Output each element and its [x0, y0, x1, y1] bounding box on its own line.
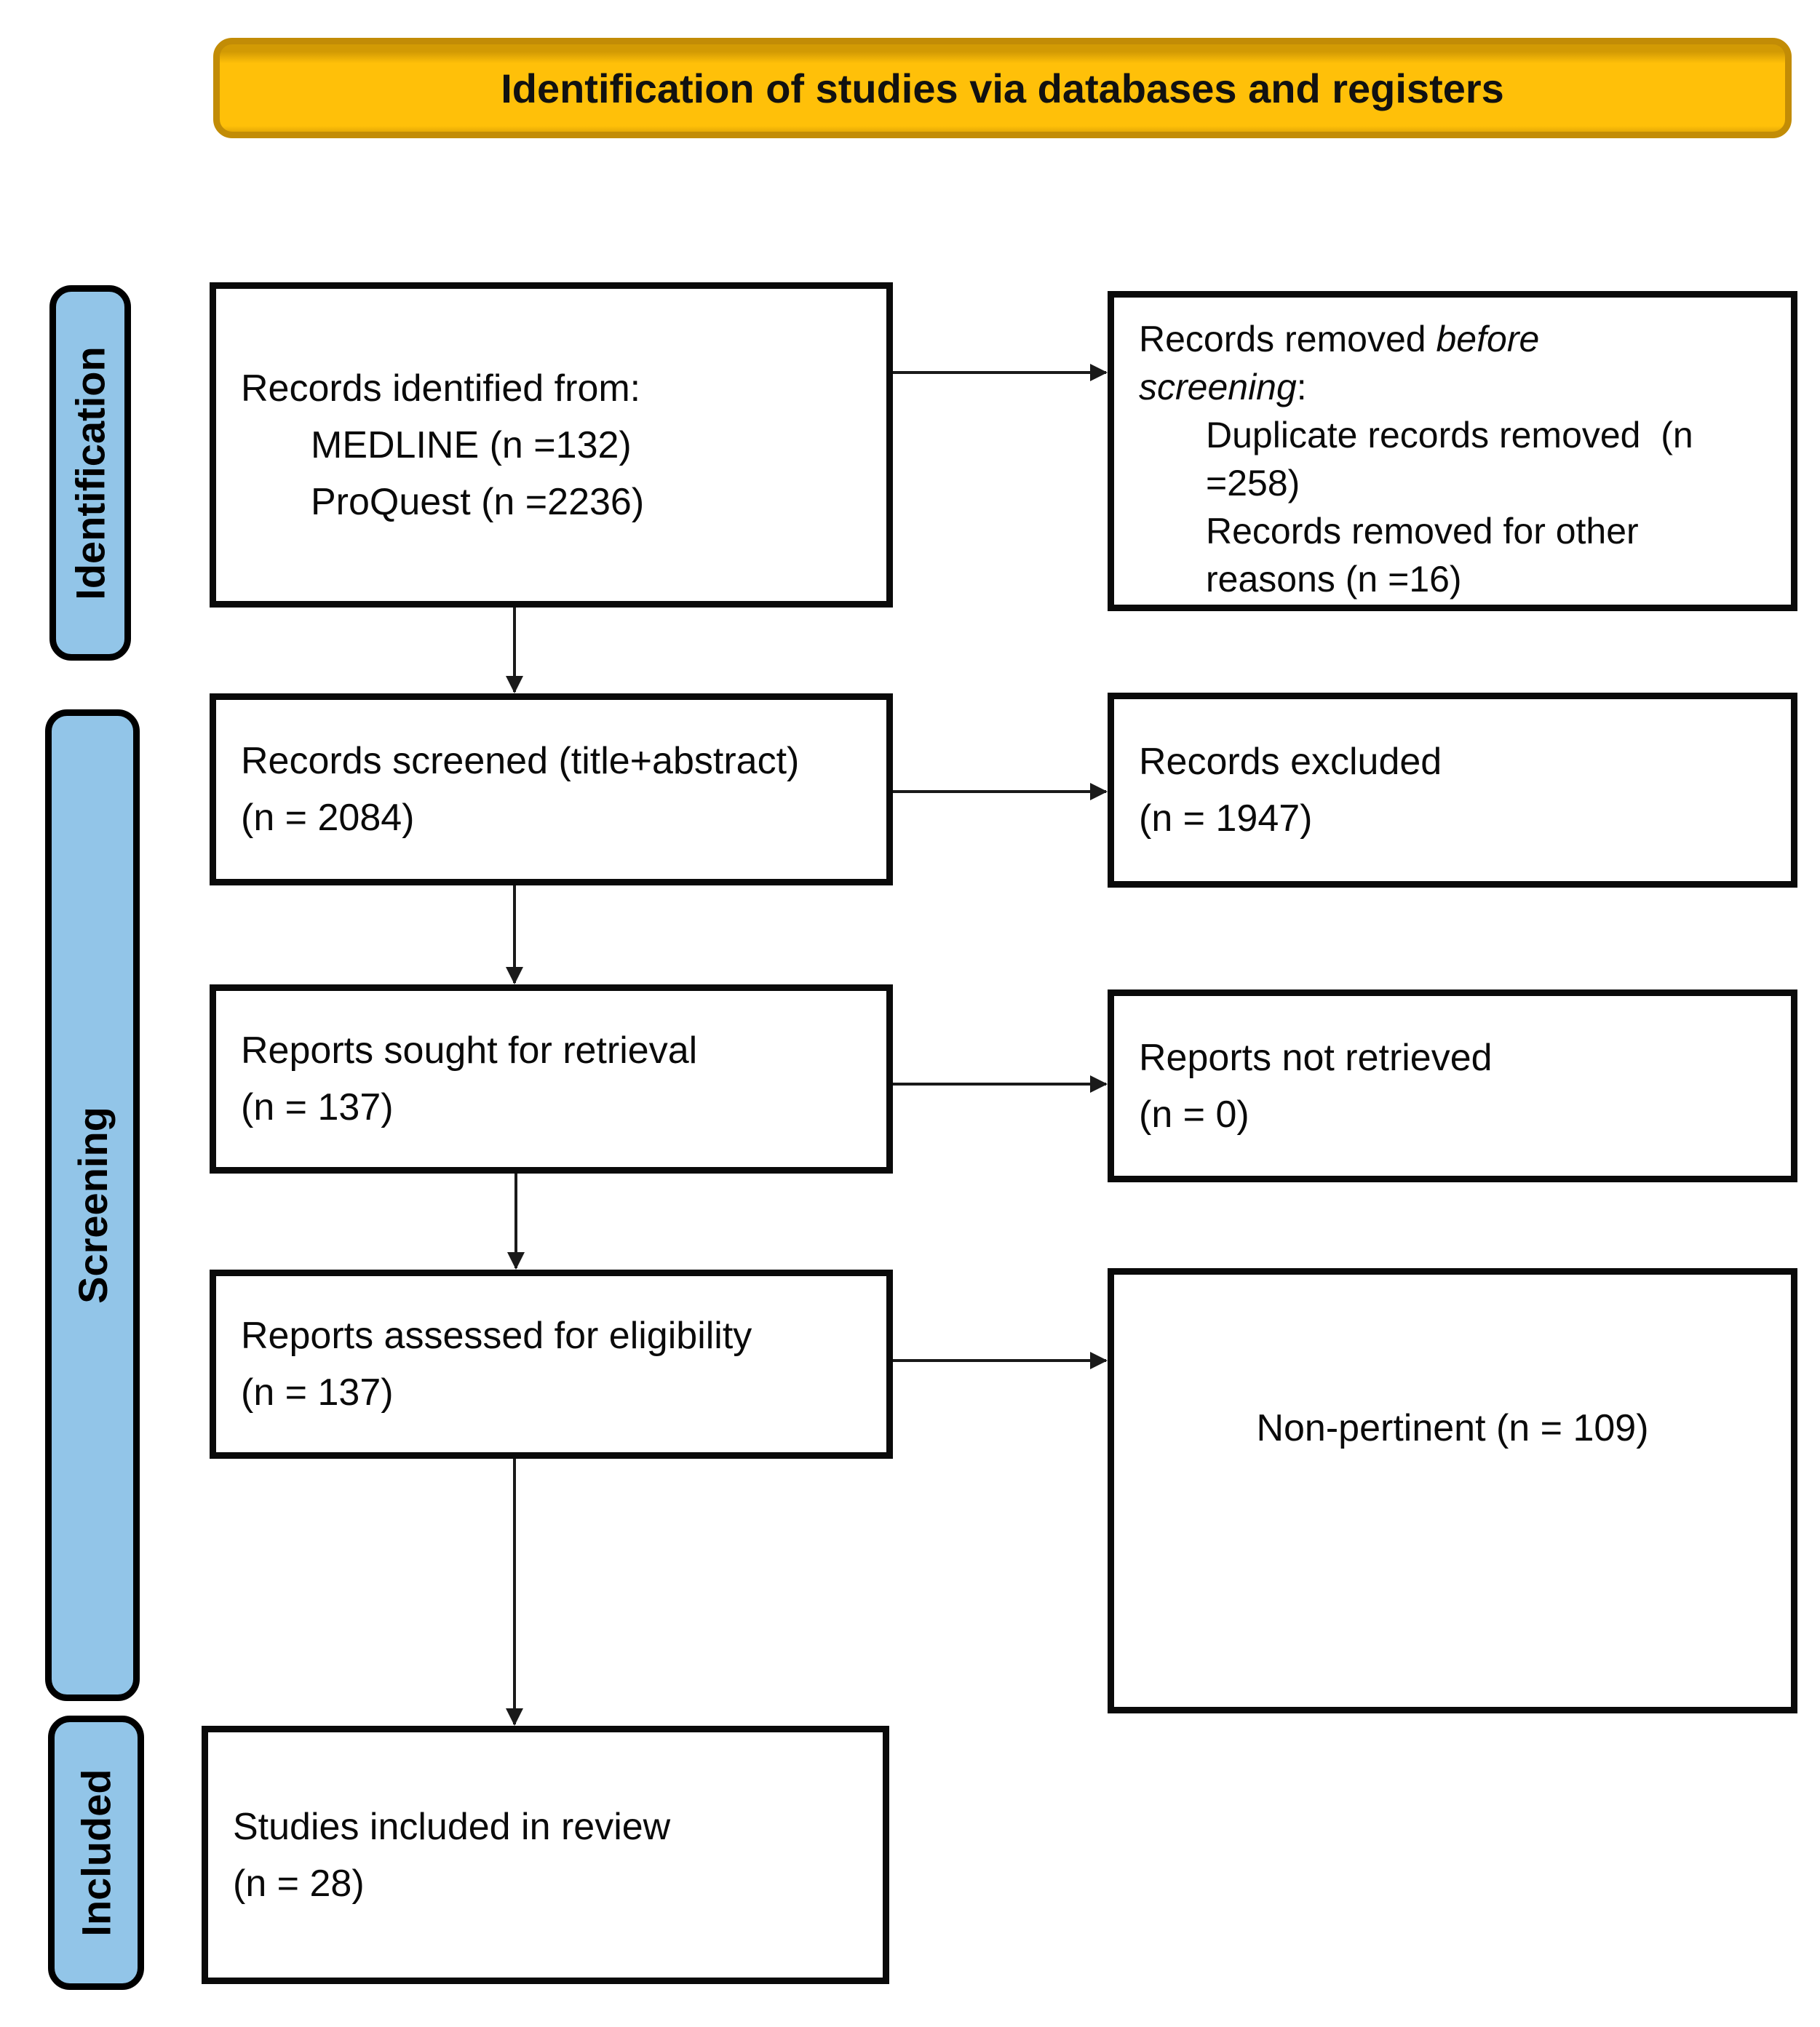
arrowhead-down-icon [506, 1708, 523, 1726]
arrowhead-right-icon [1090, 783, 1108, 800]
arrowhead-down-icon [507, 1252, 525, 1270]
records-excluded-line1: Records excluded [1139, 741, 1442, 783]
box-records-identified: Records identified from: MEDLINE (n =132… [210, 282, 893, 608]
box-reports-sought: Reports sought for retrieval (n = 137) [210, 984, 893, 1174]
box-reports-assessed: Reports assessed for eligibility (n = 13… [210, 1270, 893, 1459]
records-identified-line1: Records identified from: [241, 367, 641, 410]
banner-title: Identification of studies via databases … [501, 65, 1504, 111]
records-removed-line1-pre: Records removed [1139, 319, 1436, 359]
arrow-identified-to-screened [506, 608, 523, 693]
arrow-sought-to-not-retrieved [893, 1075, 1108, 1093]
box-records-excluded: Records excluded (n = 1947) [1108, 693, 1797, 888]
arrowhead-right-icon [1090, 1352, 1108, 1369]
records-removed-line2-italic: screening [1139, 367, 1297, 407]
box-reports-not-retrieved: Reports not retrieved (n = 0) [1108, 989, 1797, 1182]
stage-label-screening-text: Screening [69, 1107, 116, 1304]
box-records-screened: Records screened (title+abstract) (n = 2… [210, 693, 893, 885]
reports-not-retrieved-line1: Reports not retrieved [1139, 1036, 1493, 1079]
non-pertinent-line1: Non-pertinent (n = 109) [1256, 1407, 1649, 1449]
reports-sought-line2: (n = 137) [241, 1086, 394, 1128]
records-removed-item4: reasons (n =16) [1206, 559, 1462, 600]
arrow-sought-to-assessed [507, 1174, 525, 1270]
records-excluded-line2: (n = 1947) [1139, 797, 1313, 840]
stage-label-identification: Identification [49, 285, 131, 661]
arrow-screened-to-excluded [893, 783, 1108, 800]
reports-not-retrieved-line2: (n = 0) [1139, 1093, 1249, 1136]
arrow-assessed-to-included [506, 1459, 523, 1726]
studies-included-line2: (n = 28) [233, 1862, 365, 1905]
arrowhead-down-icon [506, 676, 523, 693]
records-removed-item2: =258) [1206, 463, 1300, 503]
records-removed-item1: Duplicate records removed (n [1206, 415, 1693, 455]
arrow-screened-to-sought [506, 885, 523, 984]
records-screened-line2: (n = 2084) [241, 797, 415, 839]
banner: Identification of studies via databases … [213, 38, 1792, 138]
records-removed-line1-italic: before [1436, 319, 1540, 359]
stage-label-included: Included [48, 1716, 144, 1990]
arrow-assessed-to-non-pertinent [893, 1352, 1108, 1369]
records-removed-line1: Records removed before [1114, 315, 1791, 363]
arrow-identified-to-removed [893, 364, 1108, 381]
records-identified-line2: MEDLINE (n =132) [311, 423, 632, 466]
stage-label-screening: Screening [45, 709, 140, 1701]
records-removed-item3: Records removed for other [1206, 511, 1639, 551]
arrowhead-right-icon [1090, 1075, 1108, 1093]
studies-included-line1: Studies included in review [233, 1805, 671, 1848]
box-non-pertinent: Non-pertinent (n = 109) [1108, 1268, 1797, 1713]
stage-label-identification-text: Identification [67, 346, 114, 600]
box-records-removed-before-screening: Records removed before screening: Duplic… [1108, 291, 1797, 611]
reports-sought-line1: Reports sought for retrieval [241, 1030, 698, 1072]
records-screened-line1: Records screened (title+abstract) [241, 740, 800, 782]
stage-label-included-text: Included [73, 1769, 119, 1937]
reports-assessed-line2: (n = 137) [241, 1371, 394, 1414]
reports-assessed-line1: Reports assessed for eligibility [241, 1315, 752, 1357]
records-removed-line2-post: : [1296, 367, 1307, 407]
arrowhead-down-icon [506, 967, 523, 984]
records-removed-line2: screening: [1114, 363, 1791, 411]
box-studies-included: Studies included in review (n = 28) [202, 1726, 889, 1984]
arrowhead-right-icon [1090, 364, 1108, 381]
records-identified-line3: ProQuest (n =2236) [311, 480, 645, 523]
